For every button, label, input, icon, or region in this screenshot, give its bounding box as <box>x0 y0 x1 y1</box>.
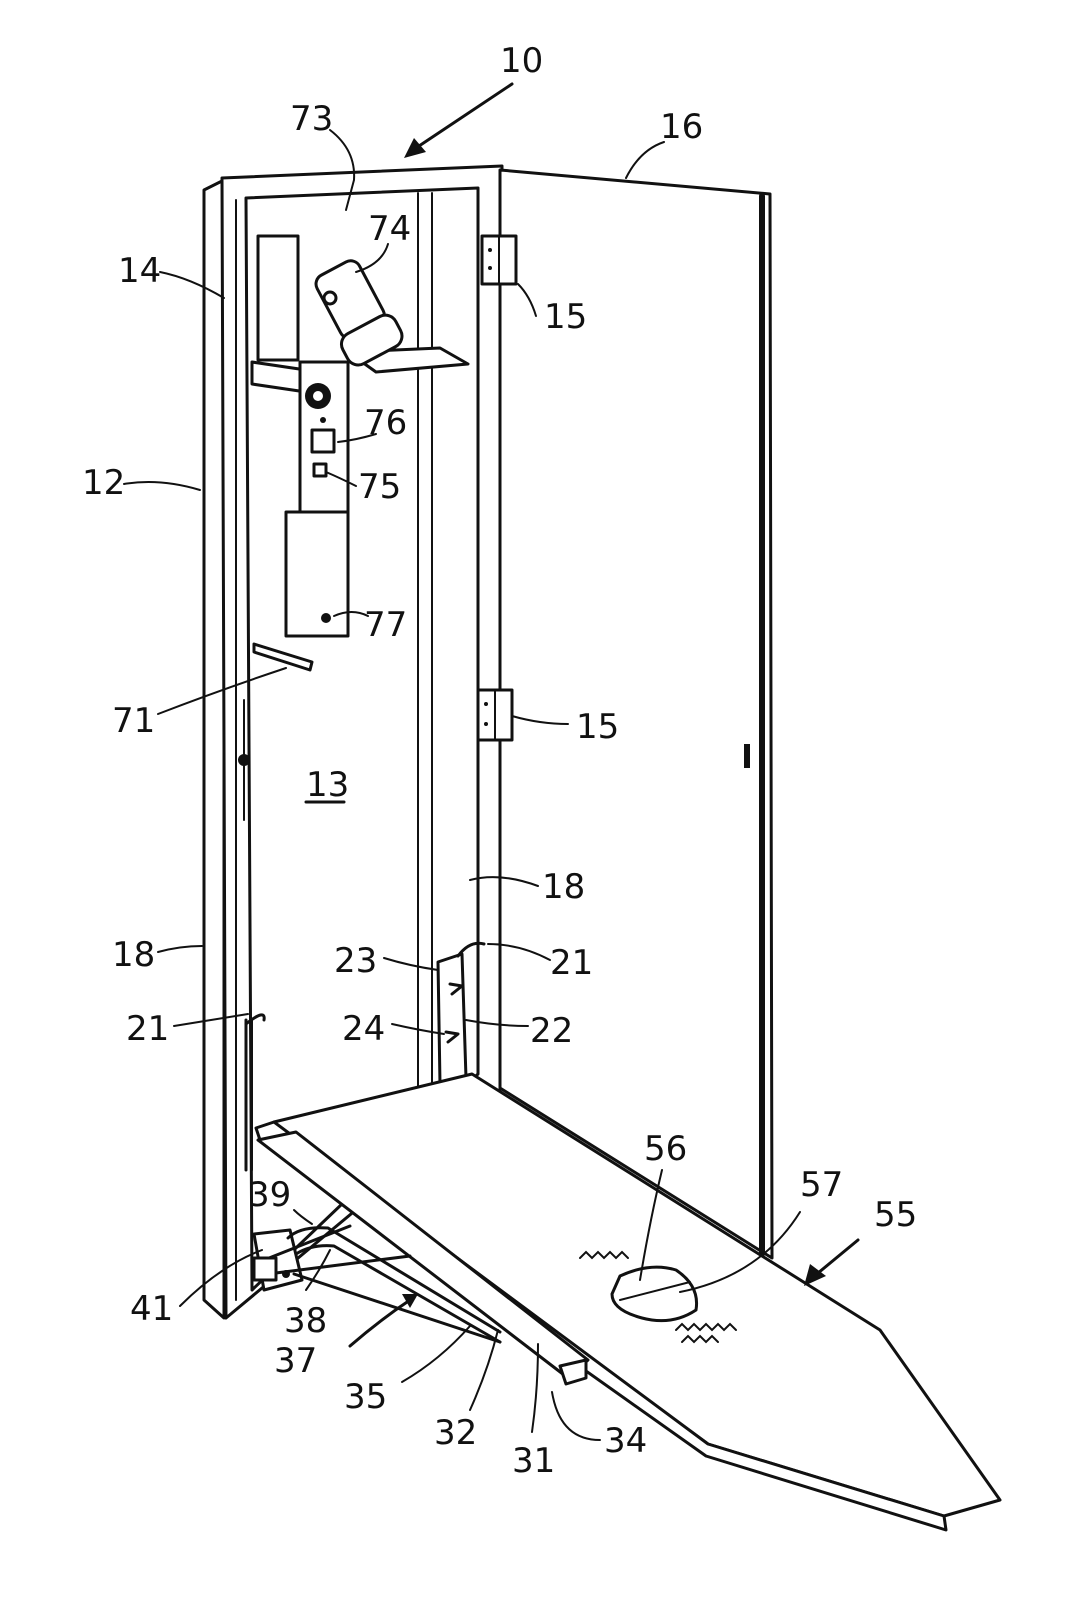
label-16: 16 <box>660 107 703 147</box>
label-38: 38 <box>284 1301 327 1341</box>
label-34: 34 <box>604 1421 647 1461</box>
label-22: 22 <box>530 1011 573 1051</box>
label-76: 76 <box>364 403 407 443</box>
label-75: 75 <box>358 467 401 507</box>
label-32: 32 <box>434 1413 477 1453</box>
label-21-left: 21 <box>126 1009 169 1049</box>
label-13: 13 <box>306 765 349 805</box>
label-71: 71 <box>112 701 155 741</box>
label-73: 73 <box>290 99 333 139</box>
label-57: 57 <box>800 1165 843 1205</box>
label-10: 10 <box>500 41 543 81</box>
label-41: 41 <box>130 1289 173 1329</box>
label-18-left: 18 <box>112 935 155 975</box>
label-74: 74 <box>368 209 411 249</box>
label-56: 56 <box>644 1129 687 1169</box>
label-31: 31 <box>512 1441 555 1481</box>
label-35: 35 <box>344 1377 387 1417</box>
label-77: 77 <box>364 605 407 645</box>
label-55: 55 <box>874 1195 917 1235</box>
label-18-right: 18 <box>542 867 585 907</box>
label-21-right: 21 <box>550 943 593 983</box>
label-15-upper: 15 <box>544 297 587 337</box>
label-39: 39 <box>248 1175 291 1215</box>
label-37: 37 <box>274 1341 317 1381</box>
door <box>478 170 772 1258</box>
label-24: 24 <box>342 1009 385 1049</box>
label-15-lower: 15 <box>576 707 619 747</box>
label-12: 12 <box>82 463 125 503</box>
label-14: 14 <box>118 251 161 291</box>
label-23: 23 <box>334 941 377 981</box>
